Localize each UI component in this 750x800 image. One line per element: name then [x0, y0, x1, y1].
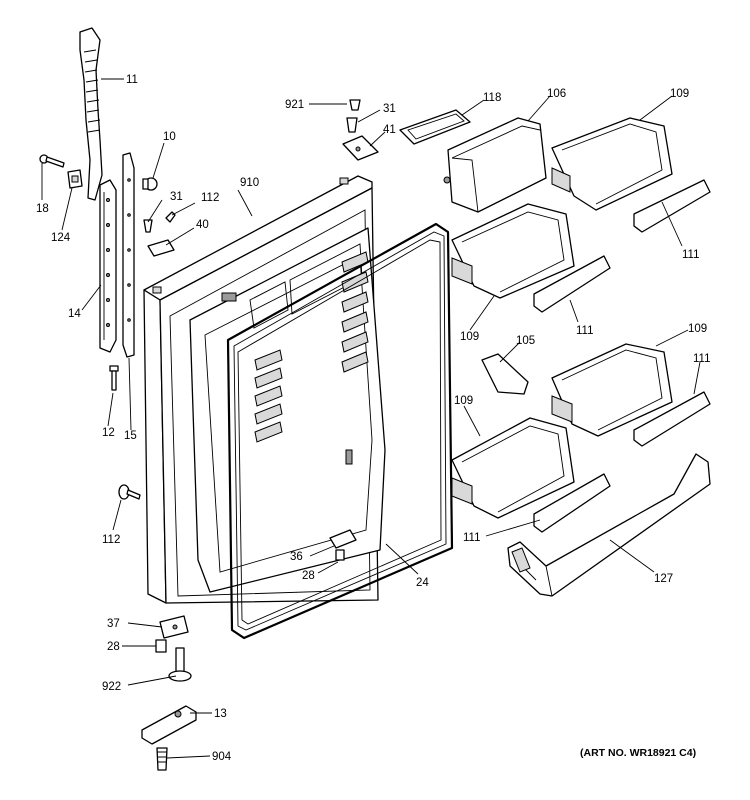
label-28b: 28 [107, 641, 120, 653]
part-31-screw-b [346, 117, 358, 133]
part-106-dairy-compartment [443, 117, 547, 213]
part-labels: 11 10 18 124 31 112 40 910 14 12 15 112 … [36, 74, 710, 763]
part-28-pin-a [335, 549, 345, 561]
part-111-bin-front-c [633, 391, 711, 447]
label-109b: 109 [460, 331, 479, 343]
part-37-hinge-cover [159, 615, 189, 639]
liner-shelf-ridges-left [254, 349, 283, 443]
label-904: 904 [212, 751, 232, 763]
label-18: 18 [36, 203, 49, 215]
label-111a: 111 [682, 249, 699, 261]
label-922: 922 [102, 681, 121, 693]
label-13: 13 [214, 708, 227, 720]
label-105: 105 [516, 335, 535, 347]
part-111-bin-front-d [533, 473, 611, 533]
part-904-screw [156, 747, 168, 771]
label-109d: 109 [454, 395, 473, 407]
part-24-door-gasket [226, 222, 454, 640]
label-112b: 112 [102, 534, 120, 546]
part-18-screw [39, 154, 65, 168]
part-127-bottom-bin [507, 453, 711, 597]
part-11-door-handle-trim [79, 27, 103, 201]
label-14: 14 [68, 308, 81, 320]
part-111-bin-front-b [533, 255, 611, 313]
label-127: 127 [654, 573, 673, 585]
part-15-hinge-strip [122, 152, 135, 358]
label-24: 24 [416, 577, 429, 589]
leader-lines [41, 78, 701, 759]
label-124: 124 [51, 232, 71, 244]
part-36-bracket [329, 529, 357, 549]
label-10: 10 [163, 131, 176, 143]
label-111b: 111 [576, 325, 593, 337]
part-112-screw-a [165, 211, 176, 223]
label-12: 12 [102, 427, 115, 439]
liner-shelf-ridges-right [341, 251, 369, 373]
label-111c: 111 [693, 353, 710, 365]
part-124-hinge-bracket [67, 169, 83, 189]
part-921-plug [349, 99, 361, 111]
label-15: 15 [124, 430, 137, 442]
part-922-hinge-pin [168, 647, 192, 682]
part-14-door-frame-rail [99, 179, 117, 353]
part-118-dairy-door-rim [399, 109, 471, 145]
part-112-hinge-pin-b [118, 484, 141, 500]
part-105-divider [481, 353, 529, 395]
part-111-bin-front-a [633, 179, 711, 233]
label-11: 11 [126, 74, 138, 86]
part-109-bin-b [451, 203, 575, 299]
label-111d: 111 [463, 532, 480, 544]
label-28a: 28 [302, 570, 315, 582]
part-10-door-stop [142, 177, 158, 191]
label-37: 37 [107, 618, 120, 630]
part-28-pin-b [155, 639, 167, 653]
part-41-cover [342, 135, 379, 161]
part-12-screw [109, 365, 119, 391]
label-31b: 31 [383, 103, 396, 115]
label-118: 118 [483, 92, 501, 104]
part-109-bin-c [551, 343, 673, 437]
label-109a: 109 [670, 88, 689, 100]
label-910: 910 [240, 177, 259, 189]
part-109-bin-a [551, 117, 673, 211]
label-921: 921 [285, 99, 304, 111]
part-13-bottom-hinge [141, 705, 197, 745]
label-109c: 109 [688, 323, 707, 335]
label-112a: 112 [201, 192, 219, 204]
label-31a: 31 [170, 191, 183, 203]
label-106: 106 [547, 88, 566, 100]
label-40: 40 [196, 219, 209, 231]
art-number: (ART NO. WR18921 C4) [580, 747, 696, 759]
label-41: 41 [383, 124, 396, 136]
door-inner-liner [189, 227, 386, 593]
label-36: 36 [290, 551, 303, 563]
part-109-bin-d [451, 417, 575, 519]
